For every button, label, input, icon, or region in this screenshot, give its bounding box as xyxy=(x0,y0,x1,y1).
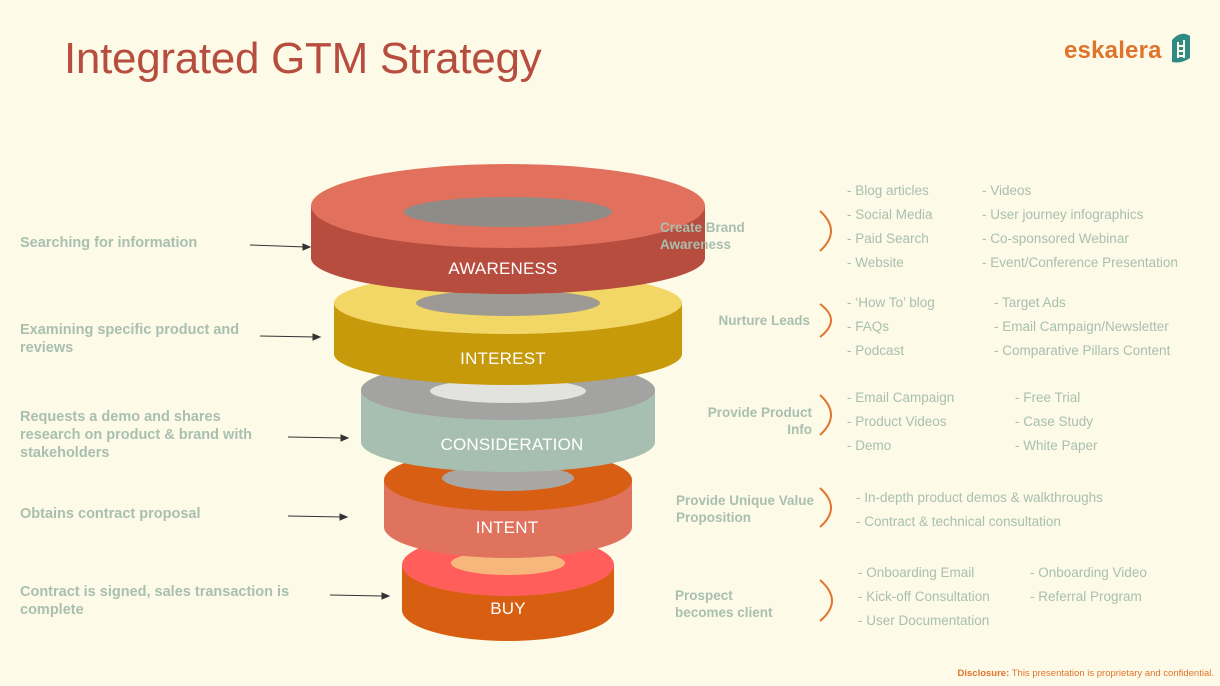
funnel-layer-awareness xyxy=(311,164,705,294)
tactics-awareness-col1: - Blog articles - Social Media - Paid Se… xyxy=(847,179,933,275)
left-label-intent: Obtains contract proposal xyxy=(20,506,201,522)
left-label-awareness: Searching for information xyxy=(20,235,198,251)
brackets xyxy=(819,210,833,622)
brand-logo: eskalera xyxy=(1064,32,1194,69)
tactic-item: - Email Campaign/Newsletter xyxy=(994,319,1169,334)
tactic-item: - Event/Conference Presentation xyxy=(982,255,1178,270)
tactics-consideration-col1: - Email Campaign - Product Videos - Demo xyxy=(847,386,954,458)
tactic-item: - Onboarding Video xyxy=(1030,565,1147,580)
tactics-interest-col2: - Target Ads - Email Campaign/Newsletter… xyxy=(994,291,1170,363)
tactic-item: - User journey infographics xyxy=(982,207,1144,222)
tactic-item: - ‘How To’ blog xyxy=(847,295,935,310)
tactic-item: - White Paper xyxy=(1015,438,1098,453)
tactic-item: - Free Trial xyxy=(1015,390,1081,405)
tactic-item: - Demo xyxy=(847,438,892,453)
tactic-item: - Podcast xyxy=(847,343,905,358)
action-interest: Nurture Leads xyxy=(718,313,810,328)
tactic-item: - Social Media xyxy=(847,207,933,222)
tactic-item: - Co-sponsored Webinar xyxy=(982,231,1129,246)
layer-label-interest: INTEREST xyxy=(460,349,546,368)
layer-label-consideration: CONSIDERATION xyxy=(440,435,584,454)
tactic-item: - Referral Program xyxy=(1030,589,1142,604)
tactic-item: - User Documentation xyxy=(858,613,990,628)
tactic-item: - Onboarding Email xyxy=(858,565,975,580)
tactics-intent-col1: - In-depth product demos & walkthroughs … xyxy=(856,486,1103,534)
tactic-item: - Paid Search xyxy=(847,231,929,246)
tactic-item: - Kick-off Consultation xyxy=(858,589,990,604)
left-label-consideration: Requests a demo and shares research on p… xyxy=(20,409,253,461)
left-label-buy: Contract is signed, sales transaction is… xyxy=(20,584,290,618)
action-consideration: Provide Product Info xyxy=(707,405,812,437)
tactics-interest-col1: - ‘How To’ blog - FAQs - Podcast xyxy=(847,291,935,363)
tactic-item: - Contract & technical consultation xyxy=(856,514,1061,529)
action-buy: Prospect becomes client xyxy=(675,588,773,620)
tactic-item: - Email Campaign xyxy=(847,390,955,405)
tactic-item: - Comparative Pillars Content xyxy=(994,343,1171,358)
tactic-item: - Videos xyxy=(982,183,1032,198)
action-awareness: Create Brand Awareness xyxy=(660,220,745,252)
tactics-awareness-col2: - Videos - User journey infographics - C… xyxy=(982,179,1178,275)
page-title: Integrated GTM Strategy xyxy=(64,34,542,83)
tactic-item: - FAQs xyxy=(847,319,890,334)
layer-label-awareness: AWARENESS xyxy=(448,259,558,278)
ladder-icon xyxy=(1168,32,1194,69)
left-label-interest: Examining specific product and reviews xyxy=(20,322,240,356)
tactic-item: - Website xyxy=(847,255,904,270)
tactic-item: - Case Study xyxy=(1015,414,1094,429)
action-intent: Provide Unique Value Proposition xyxy=(676,493,815,525)
tactic-item: - Product Videos xyxy=(847,414,947,429)
disclosure-text: This presentation is proprietary and con… xyxy=(1011,668,1214,679)
disclosure: Disclosure: This presentation is proprie… xyxy=(958,668,1214,679)
logo-text: eskalera xyxy=(1064,36,1162,64)
layer-label-intent: INTENT xyxy=(475,518,539,537)
tactic-item: - Blog articles xyxy=(847,183,929,198)
disclosure-label: Disclosure: xyxy=(957,668,1010,679)
arrows xyxy=(249,243,391,600)
tactics-buy-col2: - Onboarding Video - Referral Program xyxy=(1030,561,1147,609)
tactic-item: - In-depth product demos & walkthroughs xyxy=(856,490,1103,505)
layer-label-buy: BUY xyxy=(490,599,526,618)
tactics-buy-col1: - Onboarding Email - Kick-off Consultati… xyxy=(858,561,990,633)
tactics-consideration-col2: - Free Trial - Case Study - White Paper xyxy=(1015,386,1098,458)
tactic-item: - Target Ads xyxy=(994,295,1066,310)
